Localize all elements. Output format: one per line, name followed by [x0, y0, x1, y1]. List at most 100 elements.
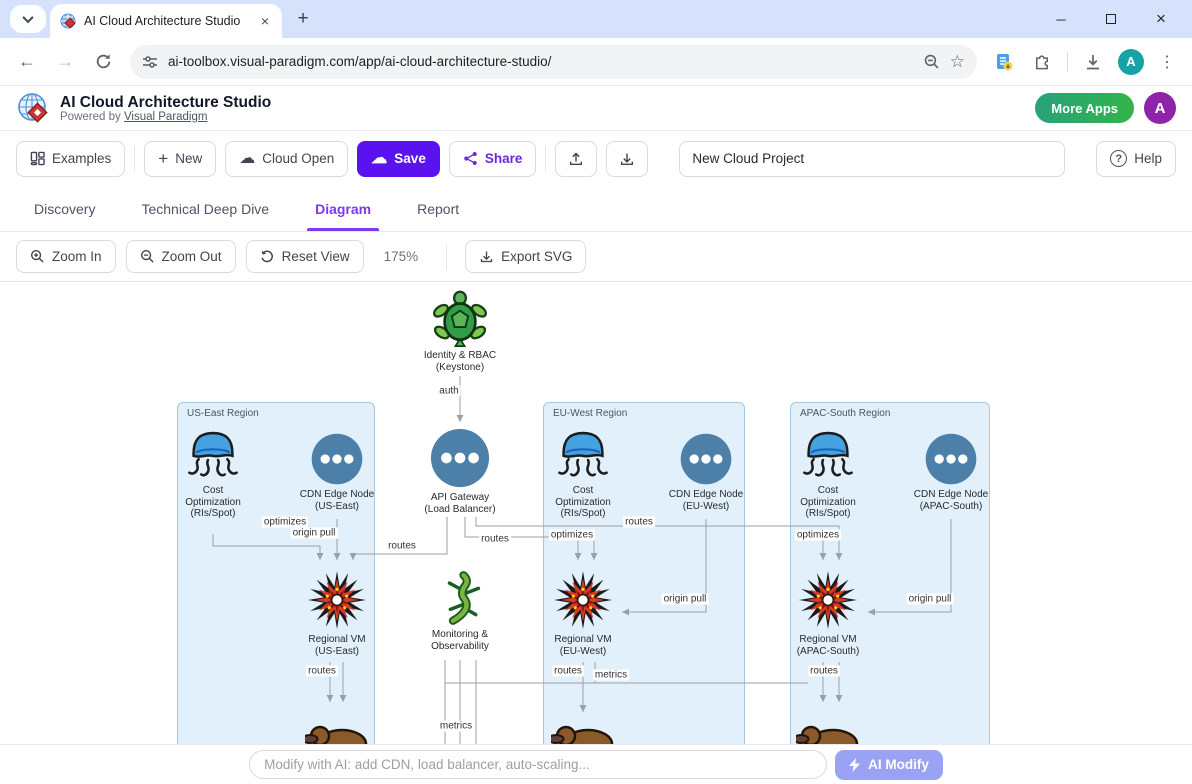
- node-cost-us[interactable]: [186, 428, 240, 482]
- dots-circle-icon: [925, 433, 977, 485]
- browser-navbar: ← → ai-toolbox.visual-paradigm.com/app/a…: [0, 38, 1192, 86]
- favicon-icon: [60, 13, 76, 29]
- zoom-in-button[interactable]: Zoom In: [16, 240, 116, 273]
- edge-label: auth: [437, 385, 461, 397]
- node-cost-apac[interactable]: [801, 428, 855, 482]
- plus-icon: +: [158, 149, 169, 168]
- divider: [545, 145, 547, 172]
- browser-menu-icon[interactable]: ⋮: [1159, 53, 1175, 71]
- browser-tab-title: AI Cloud Architecture Studio: [84, 14, 241, 28]
- browser-titlebar: AI Cloud Architecture Studio × + ─ ×: [0, 0, 1192, 38]
- node-cdn-us[interactable]: [310, 432, 364, 486]
- tab-diagram[interactable]: Diagram: [297, 186, 389, 231]
- dots-circle-icon: [430, 428, 490, 488]
- edge-label: origin pull: [661, 593, 709, 605]
- tab-close-icon[interactable]: ×: [260, 13, 270, 29]
- chevron-down-icon: [22, 11, 34, 24]
- app-user-avatar[interactable]: A: [1144, 92, 1176, 124]
- divider: [1067, 51, 1068, 72]
- help-button[interactable]: ? Help: [1096, 140, 1176, 177]
- jellyfish-icon: [803, 431, 853, 477]
- app-header: AI Cloud Architecture Studio Powered by …: [0, 86, 1192, 131]
- window-maximize-button[interactable]: [1094, 4, 1128, 34]
- translate-icon[interactable]: [987, 45, 1021, 79]
- bookmark-star-icon[interactable]: ☆: [949, 51, 965, 71]
- share-button[interactable]: Share: [448, 140, 537, 177]
- new-tab-button[interactable]: +: [297, 8, 309, 29]
- reset-view-button[interactable]: Reset View: [245, 240, 364, 273]
- edge-label: routes: [386, 540, 418, 552]
- more-apps-button[interactable]: More Apps: [1035, 93, 1134, 123]
- dots-circle-icon: [311, 433, 363, 485]
- zoom-indicator-icon[interactable]: [923, 53, 940, 70]
- cloud-save-icon: ☁: [371, 149, 388, 167]
- project-name-input[interactable]: [679, 140, 1066, 177]
- edge-label: routes: [306, 665, 338, 677]
- tab-report[interactable]: Report: [417, 200, 460, 217]
- downloads-icon[interactable]: [1076, 45, 1110, 79]
- browser-tab[interactable]: AI Cloud Architecture Studio ×: [50, 4, 282, 38]
- node-label-vm-eu: Regional VM(EU-West): [554, 634, 612, 657]
- export-svg-button[interactable]: Export SVG: [465, 240, 587, 273]
- export-button[interactable]: [606, 140, 649, 177]
- ai-prompt-input[interactable]: [249, 750, 828, 779]
- dots-circle-icon: [680, 433, 732, 485]
- tab-search-button[interactable]: [10, 5, 46, 33]
- region-title: EU-West Region: [553, 408, 628, 419]
- edge-label: origin pull: [290, 527, 338, 539]
- node-cdn-apac[interactable]: [924, 432, 978, 486]
- ai-modify-bar: AI Modify: [0, 744, 1192, 784]
- node-vm-eu[interactable]: [552, 569, 614, 631]
- virus-icon: [307, 570, 367, 630]
- node-api-gateway[interactable]: [429, 427, 491, 489]
- url-bar[interactable]: ai-toolbox.visual-paradigm.com/app/ai-cl…: [130, 44, 977, 79]
- edge-label: optimizes: [548, 529, 596, 541]
- examples-button[interactable]: Examples: [16, 140, 126, 177]
- save-button[interactable]: ☁ Save: [357, 140, 440, 177]
- import-button[interactable]: [555, 140, 598, 177]
- zoom-in-icon: [30, 249, 44, 263]
- window-close-button[interactable]: ×: [1156, 9, 1166, 28]
- window-minimize-button[interactable]: ─: [1056, 11, 1066, 27]
- extensions-icon[interactable]: [1025, 45, 1059, 79]
- back-button[interactable]: ←: [18, 51, 36, 71]
- node-cdn-eu[interactable]: [679, 432, 733, 486]
- divider: [446, 243, 448, 270]
- node-monitoring[interactable]: [432, 570, 488, 626]
- node-label-cdn-apac: CDN Edge Node(APAC-South): [913, 489, 989, 512]
- site-info-icon[interactable]: [142, 54, 158, 70]
- tab-discovery[interactable]: Discovery: [34, 200, 96, 217]
- turtle-icon: [433, 290, 487, 347]
- reload-button[interactable]: [86, 45, 120, 79]
- reset-icon: [261, 250, 273, 263]
- node-identity-rbac[interactable]: [431, 289, 489, 347]
- lizard-icon: [447, 571, 481, 625]
- new-button[interactable]: + New: [144, 140, 217, 177]
- edge-label: routes: [479, 533, 511, 545]
- cloud-open-button[interactable]: ☁ Cloud Open: [225, 140, 349, 177]
- forward-button[interactable]: →: [56, 51, 74, 71]
- edge-label: optimizes: [261, 516, 309, 528]
- node-cost-eu[interactable]: [556, 428, 610, 482]
- visual-paradigm-link[interactable]: Visual Paradigm: [123, 110, 208, 123]
- ai-modify-button[interactable]: AI Modify: [835, 749, 943, 780]
- powered-by: Powered by Visual Paradigm: [60, 110, 208, 123]
- edge-label: origin pull: [906, 593, 954, 605]
- download-icon: [621, 153, 634, 165]
- jellyfish-icon: [558, 431, 608, 477]
- zoom-out-button[interactable]: Zoom Out: [125, 240, 236, 273]
- node-label-identity-rbac: Identity & RBAC(Keystone): [423, 350, 497, 373]
- virus-icon: [798, 570, 858, 630]
- node-vm-us[interactable]: [306, 569, 368, 631]
- edge-lines: [212, 376, 952, 757]
- url-text[interactable]: ai-toolbox.visual-paradigm.com/app/ai-cl…: [168, 54, 552, 69]
- browser-profile-avatar[interactable]: A: [1118, 48, 1144, 75]
- tab-technical-deep-dive[interactable]: Technical Deep Dive: [141, 200, 270, 217]
- node-vm-apac[interactable]: [797, 569, 859, 631]
- upload-icon: [570, 151, 583, 165]
- node-label-cdn-eu: CDN Edge Node(EU-West): [668, 489, 744, 512]
- app-title: AI Cloud Architecture Studio: [60, 93, 272, 111]
